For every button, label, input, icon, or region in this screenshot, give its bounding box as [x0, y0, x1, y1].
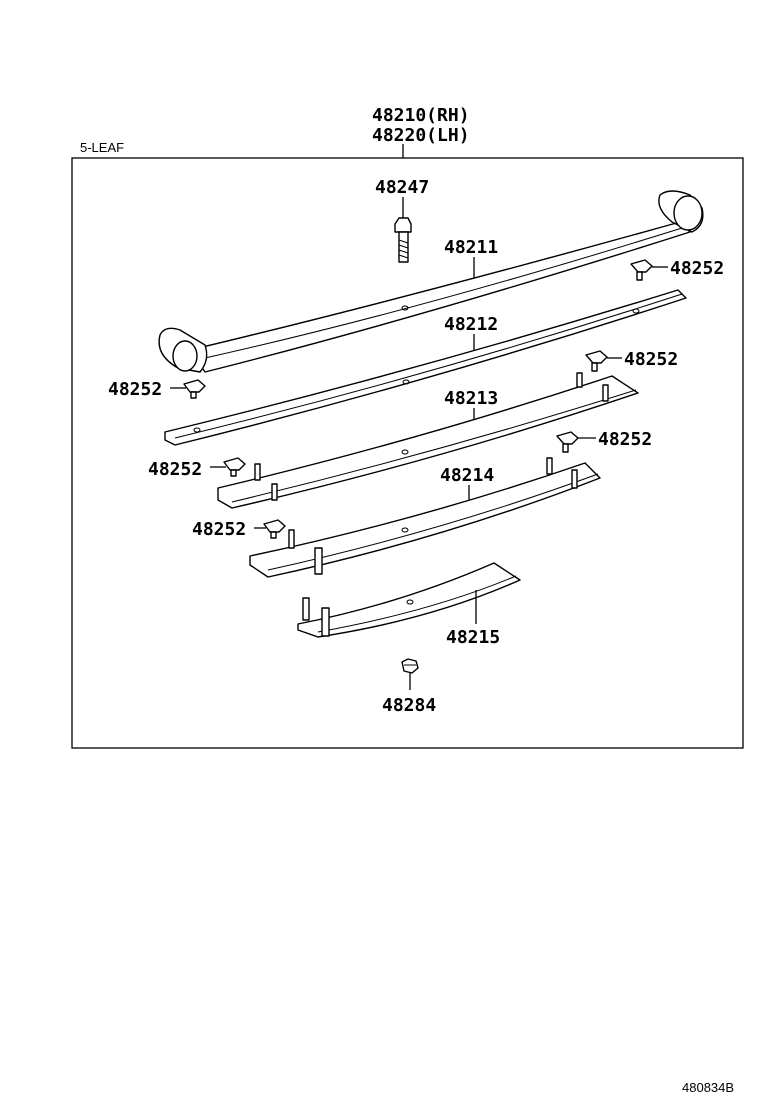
leaf-spring-48213	[217, 372, 639, 509]
leaf-spring-48214	[249, 457, 601, 578]
assembly-label-lh: 48220(LH)	[372, 125, 470, 146]
diagram-frame	[71, 157, 744, 749]
part-label-48252-e: 48252	[598, 429, 652, 450]
part-label-48252-b: 48252	[108, 379, 162, 400]
assembly-label-rh: 48210(RH)	[372, 105, 470, 126]
part-label-48214: 48214	[440, 465, 494, 486]
part-label-48212: 48212	[444, 314, 498, 335]
clip-48252-f	[263, 519, 286, 539]
clip-48252-e	[556, 431, 579, 453]
part-label-48213: 48213	[444, 388, 498, 409]
center-bolt	[394, 217, 412, 263]
clip-48252-c	[585, 350, 608, 372]
variant-label: 5-LEAF	[80, 140, 124, 155]
part-label-48252-c: 48252	[624, 349, 678, 370]
part-label-48252-a: 48252	[670, 258, 724, 279]
clip-48252-d	[223, 457, 246, 477]
part-label-48215: 48215	[446, 627, 500, 648]
figure-code: 480834B	[682, 1080, 734, 1095]
leaf-spring-48211	[158, 190, 704, 373]
part-label-48284: 48284	[382, 695, 436, 716]
part-label-48211: 48211	[444, 237, 498, 258]
part-label-48252-f: 48252	[192, 519, 246, 540]
clip-48252-a	[630, 259, 653, 281]
clip-48252-b	[183, 379, 206, 399]
leaf-spring-48215	[297, 562, 521, 638]
center-nut	[401, 658, 419, 674]
part-label-48252-d: 48252	[148, 459, 202, 480]
leaf-spring-48212	[164, 289, 687, 446]
part-label-48247: 48247	[375, 177, 429, 198]
